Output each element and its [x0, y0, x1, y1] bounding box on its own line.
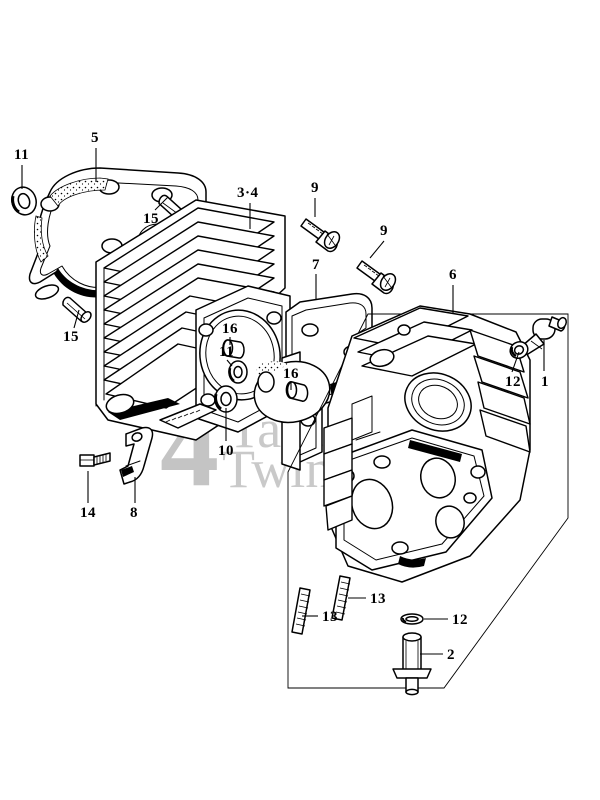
leader-line-9 — [369, 240, 385, 259]
leader-line-15 — [73, 309, 80, 329]
part-14-hex-bolt — [79, 452, 111, 467]
part-9-flange-bolt-upper — [300, 218, 341, 253]
callout-number-11-10: 11 — [219, 344, 235, 360]
callout-number-16-9: 16 — [222, 321, 238, 337]
callout-number-34-3: 3·4 — [237, 185, 259, 201]
part-1-tappet-adjusting-screw — [520, 316, 567, 355]
callout-number-5-1: 5 — [91, 130, 99, 146]
part-16-knock-pin-second — [253, 360, 331, 424]
part-6-group-boundary — [287, 313, 569, 689]
callout-number-2-20: 2 — [447, 647, 455, 663]
part-9-flange-bolt-lower — [356, 260, 397, 295]
callout-number-7-6: 7 — [312, 257, 320, 273]
callout-number-12-12: 12 — [505, 374, 521, 390]
callout-number-8-16: 8 — [130, 505, 138, 521]
callout-number-11-0: 11 — [14, 147, 30, 163]
part-10-o-ring — [214, 385, 238, 413]
callout-number-12-19: 12 — [452, 612, 468, 628]
leader-line-11 — [226, 359, 233, 367]
part-13-stud-bolt-right — [331, 575, 351, 621]
part-13-stud-bolt-left — [291, 587, 311, 635]
callout-number-1-13: 1 — [541, 374, 549, 390]
callout-number-9-4: 9 — [311, 180, 319, 196]
callout-number-6-7: 6 — [449, 267, 457, 283]
part-12-washer-upper — [509, 341, 529, 359]
part-8-tensioner-arm — [119, 426, 154, 485]
part-2-head-bolt — [392, 632, 432, 696]
callout-number-15-2: 15 — [143, 211, 159, 227]
part-12-washer-lower — [400, 613, 424, 625]
callout-number-15-8: 15 — [63, 329, 79, 345]
part-11-o-ring — [11, 186, 37, 216]
callout-number-16-11: 16 — [283, 366, 299, 382]
callout-number-13-18: 13 — [322, 609, 338, 625]
callout-number-10-14: 10 — [218, 443, 234, 459]
callout-number-13-17: 13 — [370, 591, 386, 607]
leader-line-15 — [154, 196, 169, 211]
callout-number-14-15: 14 — [80, 505, 96, 521]
callout-leader-lines — [21, 148, 545, 655]
part-15-dowel-pin-lower — [62, 296, 92, 323]
part-6-cylinder-head — [323, 305, 531, 583]
leader-line-12 — [511, 351, 520, 373]
callout-number-9-5: 9 — [380, 223, 388, 239]
